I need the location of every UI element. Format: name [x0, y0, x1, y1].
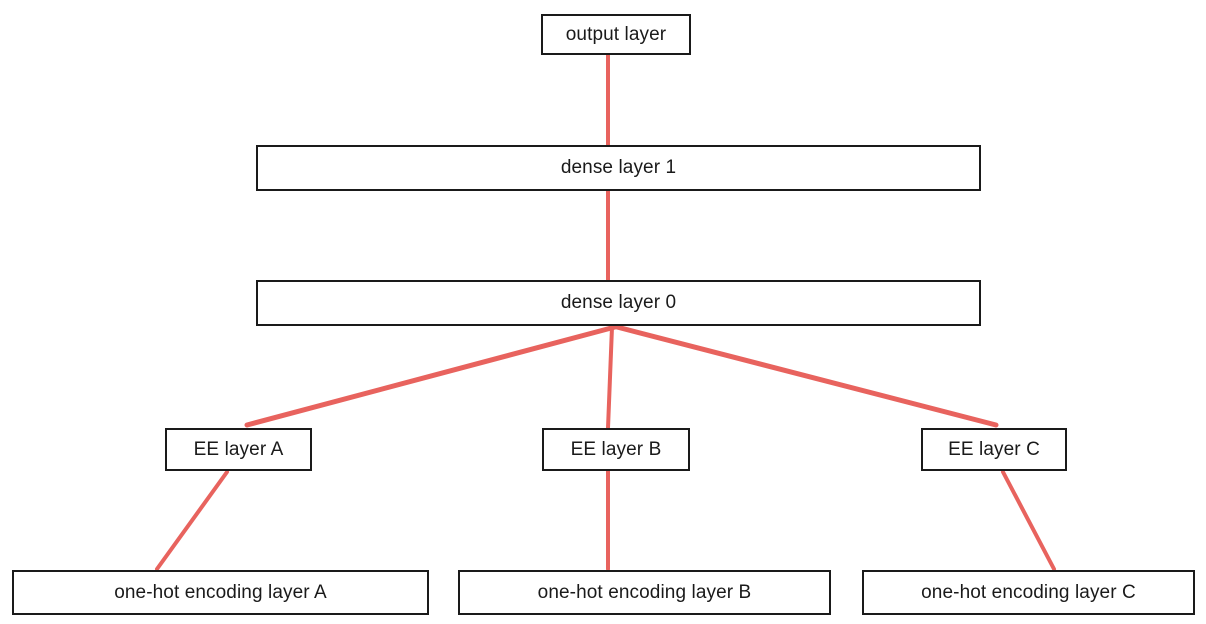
node-onehot-layer-c-label: one-hot encoding layer C	[921, 581, 1136, 603]
node-onehot-layer-a-label: one-hot encoding layer A	[114, 581, 327, 603]
edge-onehota-eea	[155, 470, 229, 571]
node-onehot-layer-a[interactable]: one-hot encoding layer A	[12, 570, 429, 615]
node-dense-layer-1-label: dense layer 1	[560, 157, 677, 178]
node-ee-layer-a-label: EE layer A	[193, 438, 284, 460]
node-ee-layer-c[interactable]: EE layer C	[921, 428, 1067, 471]
node-ee-layer-b[interactable]: EE layer B	[542, 428, 690, 471]
node-onehot-layer-b-label: one-hot encoding layer B	[537, 581, 752, 603]
node-dense-layer-1[interactable]: dense layer 1	[256, 145, 981, 191]
edge-eea-dense0	[244, 324, 618, 428]
node-dense-layer-0[interactable]: dense layer 0	[256, 280, 981, 326]
node-dense-layer-0-label: dense layer 0	[560, 292, 677, 313]
node-output-layer[interactable]: output layer	[541, 14, 691, 55]
node-onehot-layer-b[interactable]: one-hot encoding layer B	[458, 570, 831, 615]
node-output-layer-label: output layer	[565, 23, 667, 45]
node-ee-layer-b-label: EE layer B	[570, 438, 662, 460]
edge-eeb-dense0	[606, 325, 614, 430]
edge-eec-dense0	[614, 324, 999, 428]
node-ee-layer-a[interactable]: EE layer A	[165, 428, 312, 471]
edge-onehotc-eec	[1001, 470, 1056, 571]
node-onehot-layer-c[interactable]: one-hot encoding layer C	[862, 570, 1195, 615]
node-ee-layer-c-label: EE layer C	[948, 438, 1040, 460]
